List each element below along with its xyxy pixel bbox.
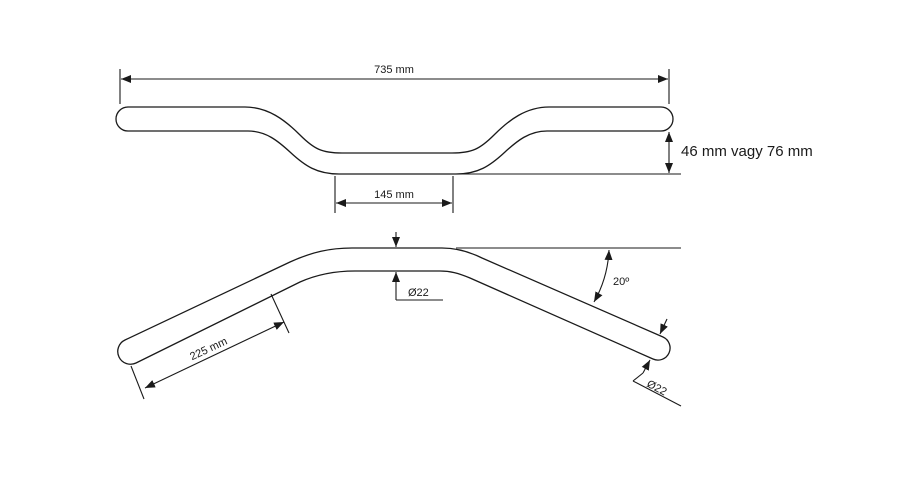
sweep-angle-dimension: 20º: [456, 247, 681, 303]
center-diameter-dimension: Ø22: [392, 232, 443, 301]
sweep-angle-label: 20º: [613, 276, 629, 288]
overall-width-label: 735 mm: [374, 64, 414, 76]
rise-dimension: 46 mm vagy 76 mm: [458, 132, 813, 175]
front-view: 735 mm 46 mm vagy 76 mm 145 mm: [115, 64, 813, 213]
center-diameter-label: Ø22: [408, 287, 429, 299]
center-width-label: 145 mm: [374, 189, 414, 201]
overall-width-dimension: 735 mm: [119, 64, 670, 104]
front-view-bar-outline: [115, 106, 674, 175]
side-view: 225 mm Ø22 20º Ø22: [117, 232, 682, 407]
rise-label: 46 mm vagy 76 mm: [681, 143, 813, 160]
end-diameter-label: Ø22: [645, 378, 669, 398]
center-width-dimension: 145 mm: [334, 176, 454, 213]
grip-length-label: 225 mm: [188, 335, 229, 363]
grip-length-dimension: 225 mm: [130, 293, 290, 400]
end-diameter-dimension: Ø22: [632, 318, 682, 407]
side-view-bar-outline: [117, 247, 671, 365]
